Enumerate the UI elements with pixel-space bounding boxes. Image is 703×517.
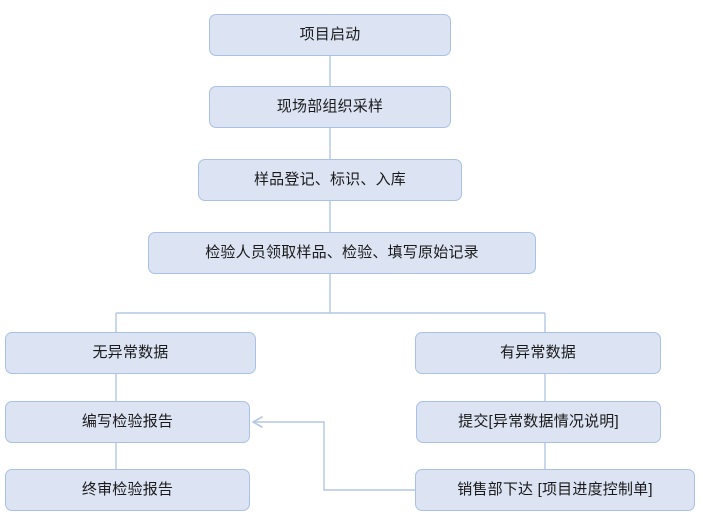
flow-node-label: 编写检验报告 xyxy=(81,413,174,430)
flow-node-n7[interactable]: 编写检验报告 xyxy=(5,401,250,443)
flow-node-n9[interactable]: 终审检验报告 xyxy=(5,469,250,511)
flow-node-n4[interactable]: 检验人员领取样品、检验、填写原始记录 xyxy=(148,232,536,274)
flow-node-label: 样品登记、标识、入库 xyxy=(253,171,406,188)
flow-node-label: 现场部组织采样 xyxy=(276,98,384,115)
edge-n10-n7-feedback xyxy=(255,421,415,491)
flow-node-n8[interactable]: 提交[异常数据情况说明] xyxy=(416,401,661,443)
flow-node-label: 提交[异常数据情况说明] xyxy=(458,413,619,430)
flow-node-label: 检验人员领取样品、检验、填写原始记录 xyxy=(205,244,479,261)
flow-node-n2[interactable]: 现场部组织采样 xyxy=(209,86,451,128)
arrowhead-icon xyxy=(252,416,263,428)
flow-node-n1[interactable]: 项目启动 xyxy=(209,14,451,56)
flow-node-n3[interactable]: 样品登记、标识、入库 xyxy=(198,159,462,201)
flow-node-label: 终审检验报告 xyxy=(81,481,174,498)
flow-node-label: 有异常数据 xyxy=(499,344,576,361)
flow-node-label: 销售部下达 [项目进度控制单] xyxy=(457,481,653,498)
flow-node-label: 无异常数据 xyxy=(92,344,169,361)
flow-node-n10[interactable]: 销售部下达 [项目进度控制单] xyxy=(415,469,695,511)
flow-node-n6[interactable]: 有异常数据 xyxy=(415,332,661,374)
flow-node-n5[interactable]: 无异常数据 xyxy=(5,332,256,374)
flow-node-label: 项目启动 xyxy=(299,26,361,43)
